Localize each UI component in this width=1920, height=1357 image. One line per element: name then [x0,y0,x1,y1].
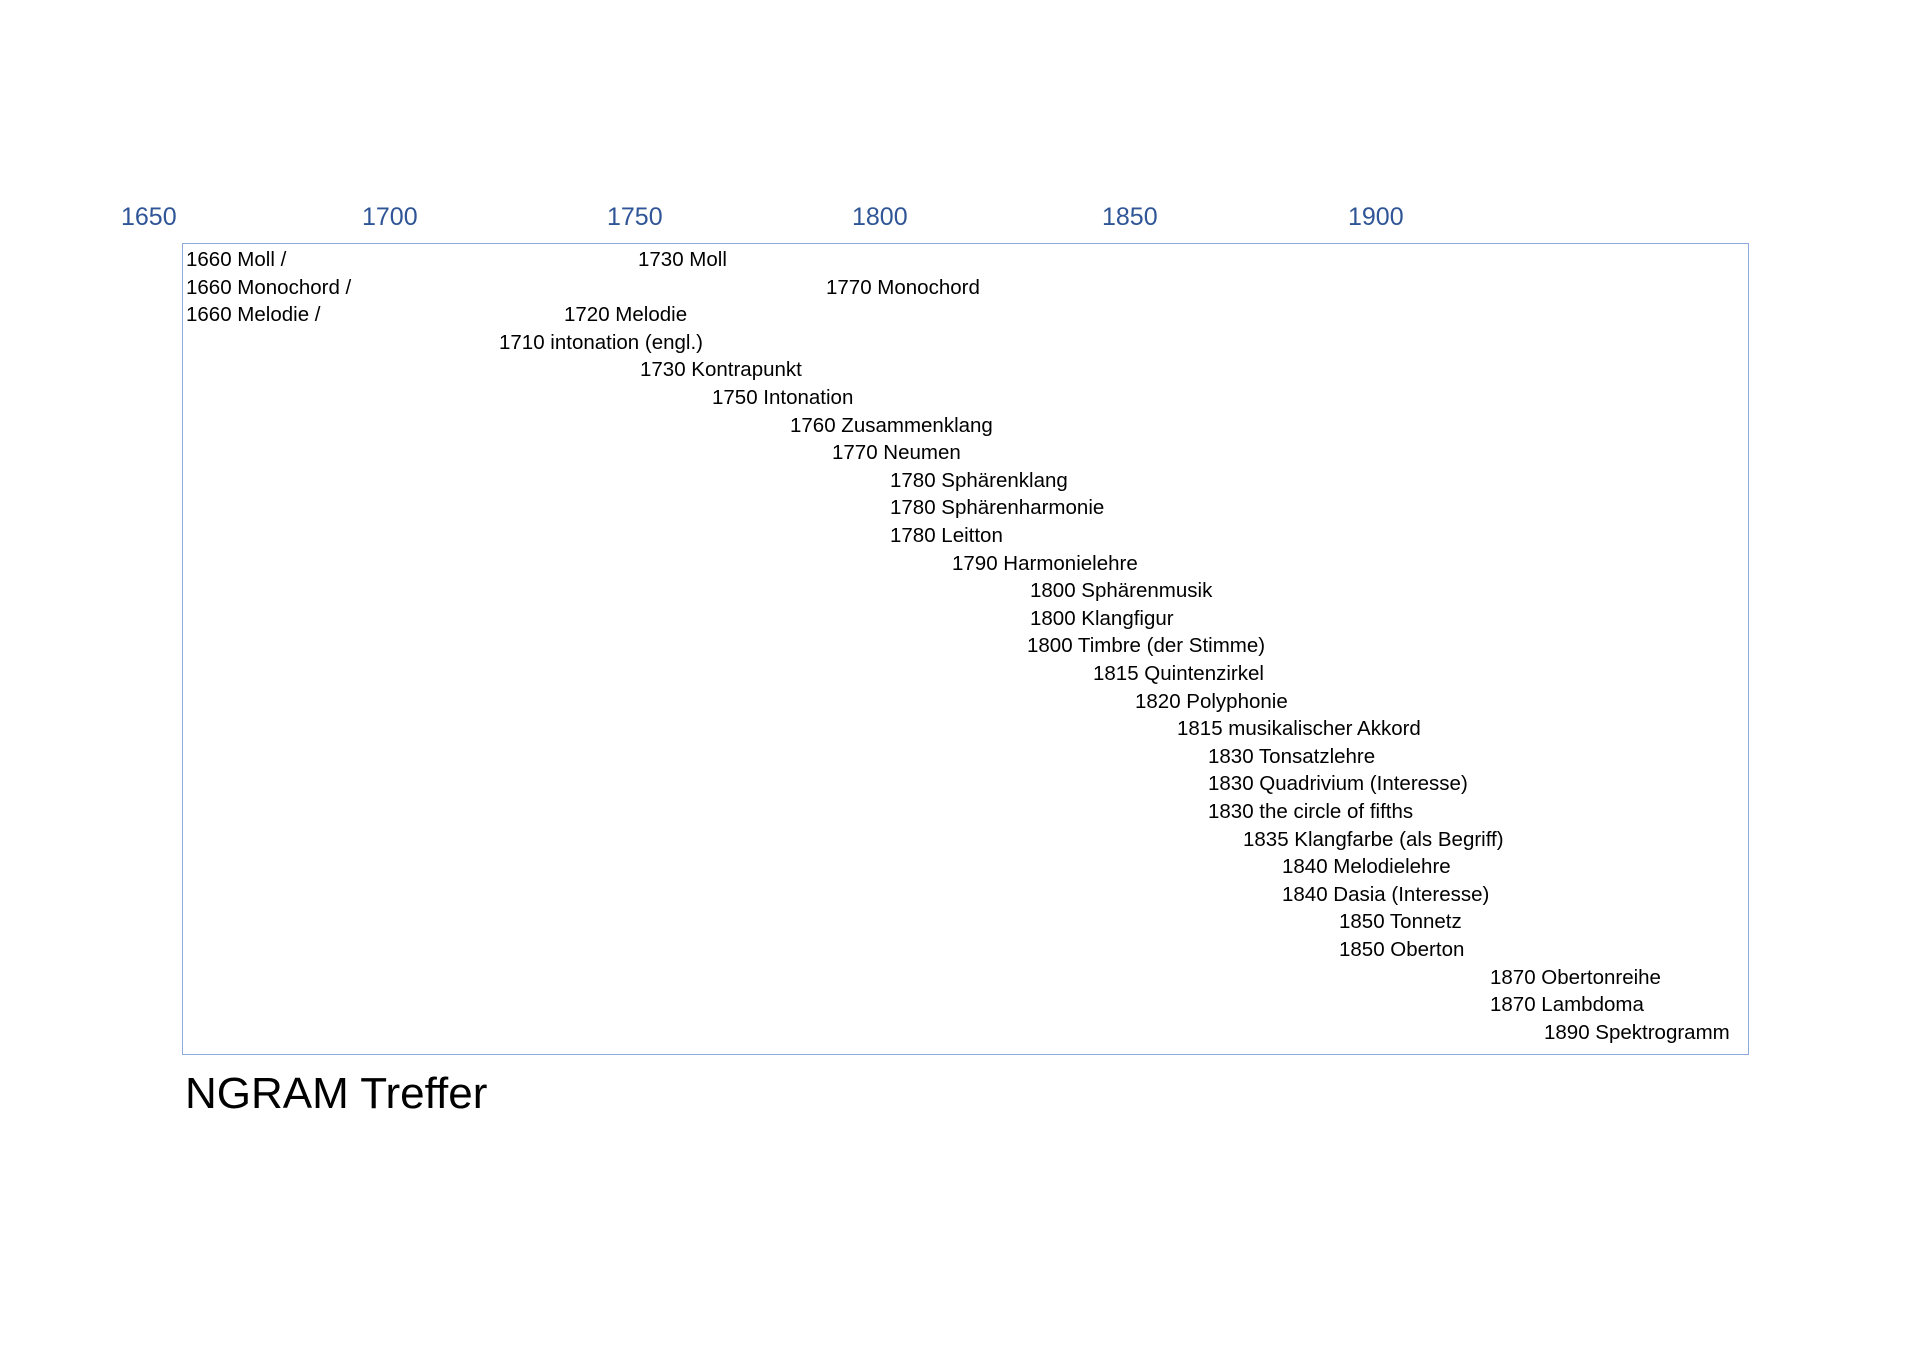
timeline-entry: 1800 Klangfigur [1030,606,1174,630]
diagram-title: NGRAM Treffer [185,1069,488,1118]
timeline-entry: 1870 Lambdoma [1490,993,1644,1017]
timeline-entry: 1710 intonation (engl.) [499,330,704,354]
timeline-entry: 1770 Monochord [826,275,980,299]
timeline-entry: 1870 Obertonreihe [1490,965,1661,989]
timeline-entry: 1780 Sphärenklang [890,468,1068,492]
timeline-entry: 1820 Polyphonie [1135,689,1288,713]
timeline-entry: 1840 Melodielehre [1282,855,1451,879]
axis-tick-label: 1700 [362,203,418,231]
axis-tick-label: 1650 [121,203,177,231]
timeline-entry: 1790 Harmonielehre [952,551,1138,575]
timeline-entry: 1850 Oberton [1339,938,1465,961]
timeline-entry: 1660 Monochord / [186,275,352,299]
timeline-entry: 1840 Dasia (Interesse) [1282,882,1490,906]
timeline-entry: 1750 Intonation [712,386,854,409]
timeline-frame [182,243,1749,1055]
timeline-entry: 1730 Kontrapunkt [640,358,802,382]
timeline-entry: 1780 Leitton [890,524,1003,547]
timeline-entry: 1890 Spektrogramm [1544,1020,1730,1044]
timeline-entry: 1730 Moll [638,248,727,271]
timeline-entry: 1760 Zusammenklang [790,413,993,437]
axis-tick-label: 1850 [1102,203,1158,231]
timeline-entry: 1720 Melodie [564,303,688,327]
timeline-entry: 1815 musikalischer Akkord [1177,717,1421,741]
timeline-entry: 1800 Timbre (der Stimme) [1027,634,1266,658]
timeline-entry: 1660 Moll / [186,248,287,271]
timeline-entry: 1850 Tonnetz [1339,910,1462,934]
timeline-entry: 1660 Melodie / [186,303,321,327]
timeline-entry: 1800 Sphärenmusik [1030,579,1213,603]
timeline-entry: 1770 Neumen [832,441,961,465]
axis-tick-label: 1900 [1348,203,1404,231]
timeline-entry: 1830 Tonsatzlehre [1208,744,1376,768]
timeline-entry: 1830 the circle of fifths [1208,800,1414,823]
axis-tick-label: 1800 [852,203,908,231]
timeline-entry: 1830 Quadrivium (Interesse) [1208,772,1468,796]
timeline-entry: 1815 Quintenzirkel [1093,662,1264,685]
axis-tick-label: 1750 [607,203,663,231]
timeline-entry: 1835 Klangfarbe (als Begriff) [1243,827,1504,851]
timeline-entry: 1780 Sphärenharmonie [890,496,1105,520]
